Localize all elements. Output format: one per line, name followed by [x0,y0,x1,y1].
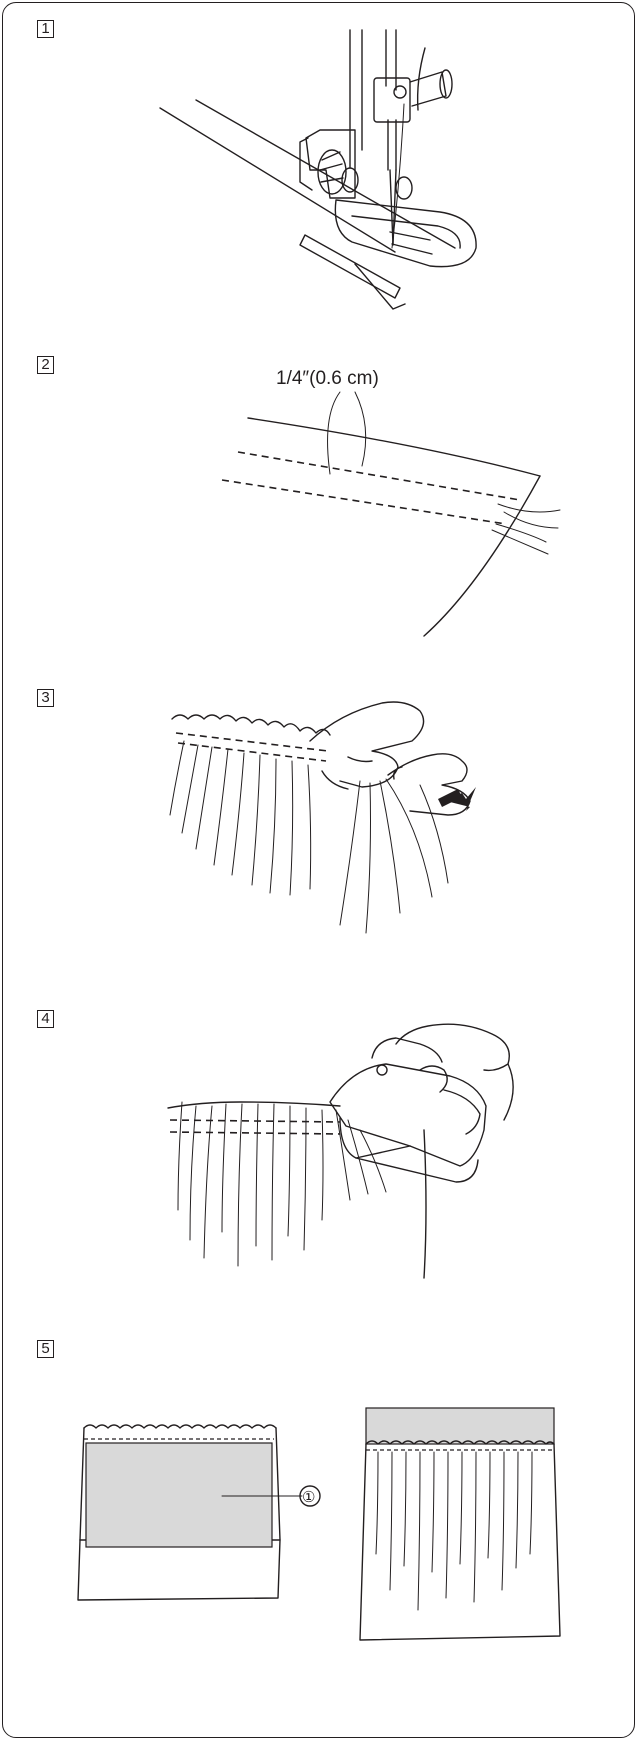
pulling-bobbin-threads-drawing [0,689,641,939]
attached-band-shaded [366,1408,554,1444]
callout-1-label: ① [302,1489,315,1506]
presser-foot-sewing-drawing [0,20,641,330]
step-1-illustration [0,20,641,330]
gathering-stitches-drawing: 1/4″(0.6 cm) [0,356,641,646]
gathered-fabric-with-band-left: ① [78,1425,320,1600]
pressing-gathers-drawing [0,1010,641,1300]
step-4-illustration [0,1010,641,1300]
attaching-gathered-fabric-drawing: ① [0,1340,641,1670]
step-3-illustration [0,689,641,939]
seam-measurement-label: 1/4″(0.6 cm) [276,368,379,389]
gathered-fabric-attached-right [360,1408,560,1640]
step-2-illustration: 1/4″(0.6 cm) [0,356,641,646]
facing-band-shaded [86,1443,272,1547]
step-5-illustration: ① [0,1340,641,1670]
